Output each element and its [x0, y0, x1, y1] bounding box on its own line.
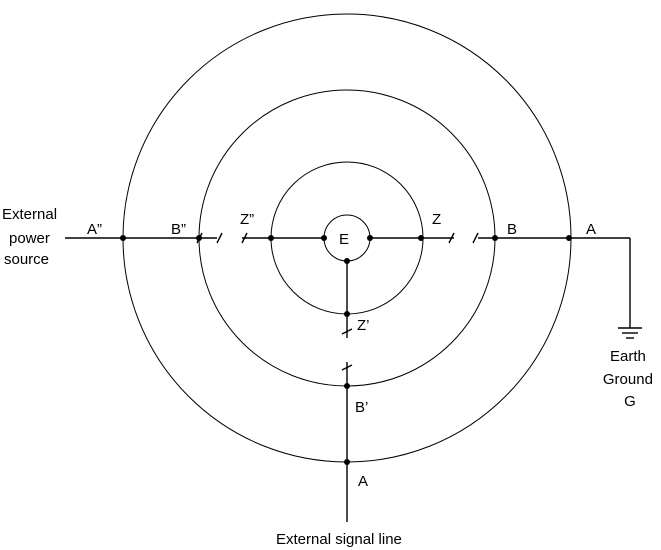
junction-e-bottom — [344, 258, 350, 264]
break-slash-bottom-1 — [341, 328, 353, 335]
junction-a-bottom — [344, 459, 350, 465]
break-slash-right-1 — [448, 232, 455, 244]
break-slash-left-3 — [241, 232, 248, 244]
break-slash-right-2 — [472, 232, 479, 244]
junction-e-left — [321, 235, 327, 241]
label-a-right: A — [586, 221, 596, 238]
earth-ground-label: Earth Ground G — [603, 348, 657, 410]
ground-symbol-icon — [618, 327, 642, 339]
junction-a-right — [566, 235, 572, 241]
label-z-right: Z — [432, 211, 441, 228]
label-b-left: B” — [171, 221, 186, 238]
label-a-left: A” — [87, 221, 102, 238]
external-power-label: External power source — [2, 206, 61, 268]
junction-a-left — [120, 235, 126, 241]
label-b-bottom: B’ — [355, 399, 368, 416]
label-b-right: B — [507, 221, 517, 238]
external-signal-label: External signal line — [276, 531, 402, 548]
junction-b-bottom — [344, 383, 350, 389]
junction-z-bottom — [344, 311, 350, 317]
label-a-bottom: A — [358, 473, 368, 490]
label-z-bottom: Z’ — [357, 317, 370, 334]
label-e: E — [339, 231, 349, 248]
junction-z-left — [268, 235, 274, 241]
label-z-left: Z” — [240, 211, 254, 228]
junction-e-right — [367, 235, 373, 241]
break-slash-left-2 — [216, 232, 223, 244]
junction-z-right — [418, 235, 424, 241]
junction-b-left — [196, 235, 202, 241]
junction-b-right — [492, 235, 498, 241]
break-slash-bottom-2 — [341, 364, 353, 371]
